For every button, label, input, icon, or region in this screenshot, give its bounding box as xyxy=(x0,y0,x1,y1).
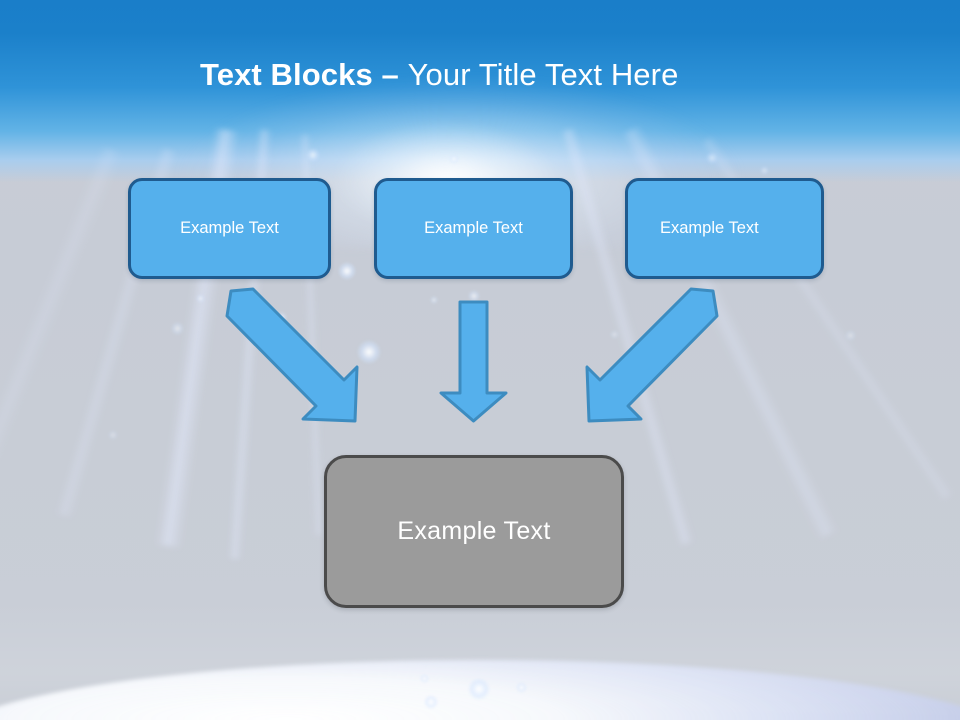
page-title-bold: Text Blocks xyxy=(200,57,382,92)
page-title: Text Blocks – Your Title Text Here xyxy=(200,55,678,95)
bottom-haze xyxy=(0,600,960,720)
text-block-1-label: Example Text xyxy=(180,219,279,237)
summary-block-label: Example Text xyxy=(397,517,551,545)
page-title-dash: – xyxy=(381,57,408,92)
text-block-3-label: Example Text xyxy=(660,219,759,237)
text-block-2-label: Example Text xyxy=(424,219,523,237)
text-block-2[interactable]: Example Text xyxy=(374,178,573,279)
page-title-light: Your Title Text Here xyxy=(407,57,679,92)
text-block-3[interactable]: Example Text xyxy=(625,178,824,279)
summary-block[interactable]: Example Text xyxy=(324,455,624,608)
text-block-1[interactable]: Example Text xyxy=(128,178,331,279)
